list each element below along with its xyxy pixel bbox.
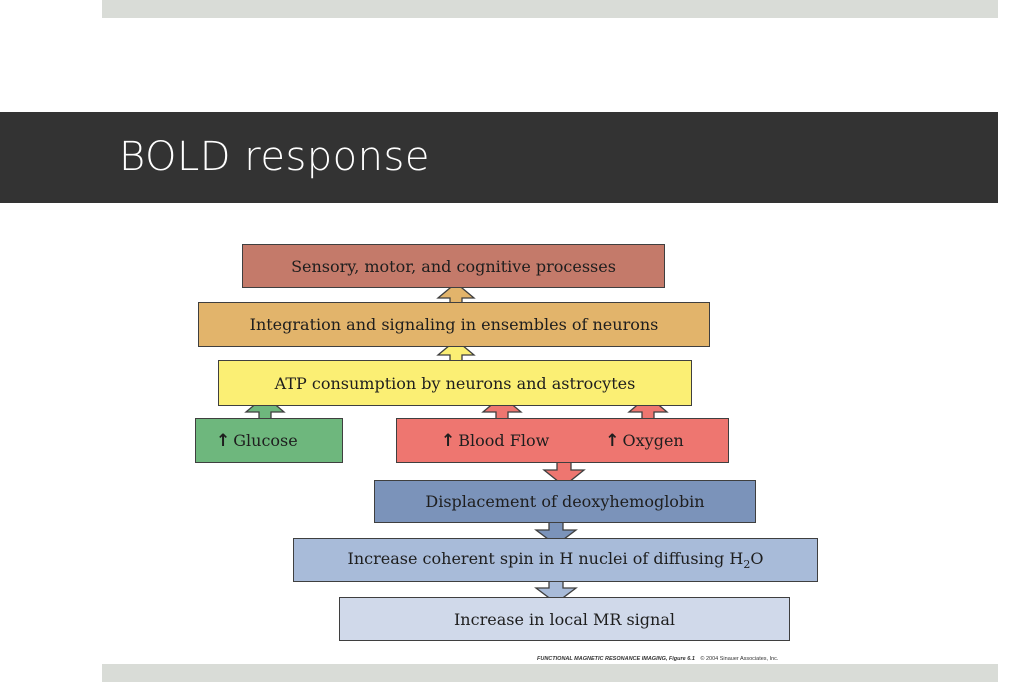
- sensory-processes-label: Sensory, motor, and cognitive processes: [291, 256, 616, 276]
- sensory-processes-box: Sensory, motor, and cognitive processes: [242, 244, 665, 288]
- coherent-spin-subscript: 2: [743, 558, 751, 572]
- glucose-box: ↑ Glucose: [195, 418, 343, 463]
- integration-signaling-label: Integration and signaling in ensembles o…: [249, 315, 659, 334]
- blood-flow-item: ↑ Blood Flow: [441, 431, 549, 451]
- mr-signal-label: Increase in local MR signal: [453, 609, 675, 629]
- credit-source: FUNCTIONAL MAGNETIC RESONANCE IMAGING, F…: [537, 656, 695, 662]
- slide-title: BOLD response: [119, 134, 430, 180]
- atp-consumption-label: ATP consumption by neurons and astrocyte…: [274, 373, 636, 393]
- increase-arrow-icon: ↑: [605, 430, 620, 451]
- glucose-label: Glucose: [233, 431, 298, 450]
- oxygen-label: Oxygen: [622, 431, 684, 450]
- bottom-band: [102, 664, 998, 682]
- mr-signal-box: Increase in local MR signal: [339, 597, 790, 641]
- displacement-label: Displacement of deoxyhemoglobin: [425, 492, 705, 511]
- credit-copyright: © 2004 Sinauer Associates, Inc.: [700, 656, 779, 662]
- blood-flow-oxygen-box: ↑ Blood Flow ↑ Oxygen: [396, 418, 729, 463]
- increase-arrow-icon: ↑: [441, 430, 456, 451]
- title-bar: [0, 112, 998, 203]
- figure-credit: FUNCTIONAL MAGNETIC RESONANCE IMAGING, F…: [537, 656, 778, 662]
- top-band: [102, 0, 998, 18]
- displacement-box: Displacement of deoxyhemoglobin: [374, 480, 756, 523]
- coherent-spin-box: Increase coherent spin in H nuclei of di…: [293, 538, 818, 582]
- coherent-spin-suffix: O: [750, 548, 764, 568]
- blood-flow-label: Blood Flow: [458, 431, 550, 450]
- coherent-spin-prefix: Increase coherent spin in H nuclei of di…: [347, 548, 744, 568]
- oxygen-item: ↑ Oxygen: [605, 431, 683, 451]
- increase-arrow-icon: ↑: [216, 430, 231, 451]
- coherent-spin-label: Increase coherent spin in H nuclei of di…: [348, 549, 764, 571]
- atp-consumption-box: ATP consumption by neurons and astrocyte…: [218, 360, 692, 406]
- integration-signaling-box: Integration and signaling in ensembles o…: [198, 302, 710, 347]
